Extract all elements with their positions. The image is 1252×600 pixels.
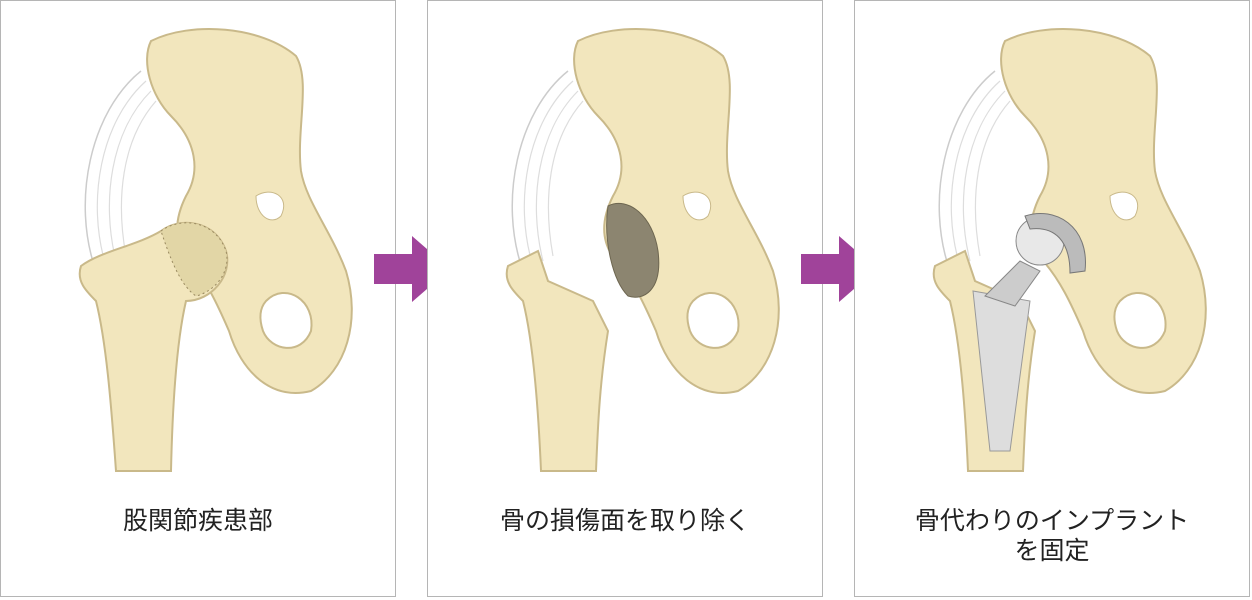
panel-diseased-hip: 股関節疾患部 xyxy=(0,0,396,597)
diseased-hip-illustration xyxy=(78,28,353,472)
resected-hip-illustration xyxy=(505,28,780,472)
panel-remove-damaged-bone: 骨の損傷面を取り除く xyxy=(427,0,823,597)
caption-line-2: を固定 xyxy=(1014,536,1090,565)
caption-line-1: 骨代わりのインプラント xyxy=(914,506,1190,535)
implant-hip-illustration xyxy=(932,28,1207,472)
panel-fix-implant: 骨代わりのインプラント を固定 xyxy=(854,0,1250,597)
caption: 骨の損傷面を取り除く xyxy=(499,506,750,535)
caption: 股関節疾患部 xyxy=(122,506,273,535)
